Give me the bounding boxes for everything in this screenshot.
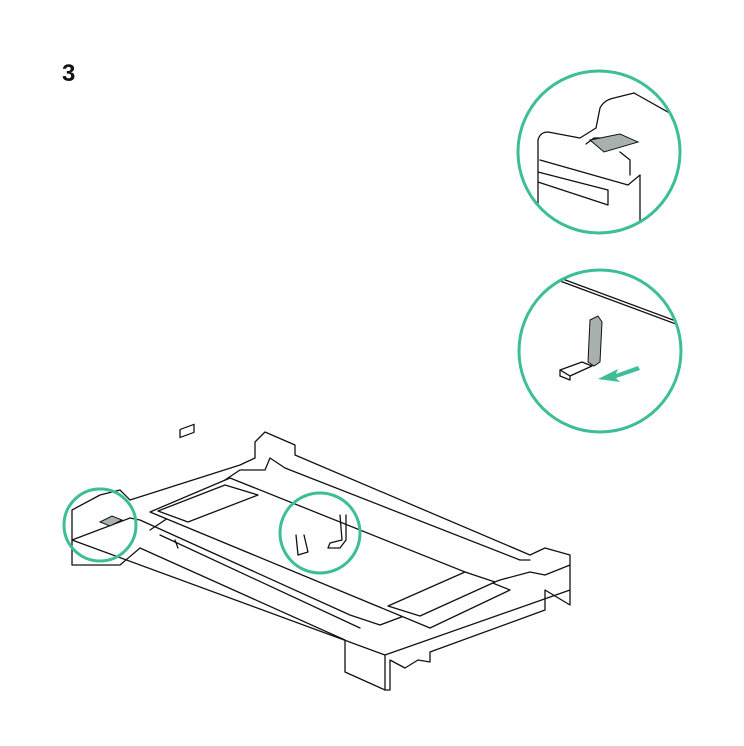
detail-strap-top [516, 69, 682, 235]
highlight-circle-corner [62, 487, 138, 563]
step-number: 3 [62, 60, 76, 87]
highlight-circle-strap [278, 491, 362, 575]
tray-illustration [71, 423, 571, 691]
strap-small [98, 514, 347, 556]
arrow-icon [598, 366, 640, 382]
detail-strap-pull [517, 268, 683, 434]
